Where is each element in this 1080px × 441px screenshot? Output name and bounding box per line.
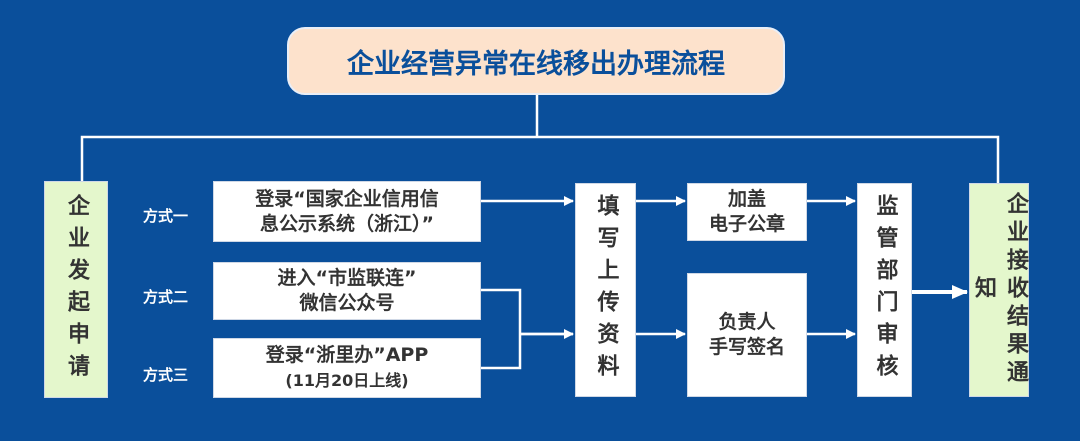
start-node: 企业发起申请 [44,181,108,398]
seal-line2: 电子公章 [708,213,785,235]
method-1-box: 登录“国家企业信用信 息公示系统（浙江）” [213,181,481,242]
method-2-line2: 微信公众号 [299,292,395,314]
method-3-box: 登录“浙里办”APP (11月20日上线) [213,338,481,398]
method-3-line1: 登录“浙里办”APP [265,344,429,366]
review-node: 监管部门审核 [857,183,912,397]
method-2-label: 方式二 [143,288,189,306]
fill-upload-node: 填写上传资料 [575,183,636,397]
method-1-line2: 息公示系统（浙江）” [260,212,434,235]
seal-line1: 加盖 [727,188,766,210]
sign-line2: 手写签名 [708,336,785,358]
method-2-box: 进入“市监联连” 微信公众号 [213,262,481,320]
method-1-label: 方式一 [143,207,189,225]
sign-node: 负责人 手写签名 [687,273,807,397]
seal-node: 加盖 电子公章 [687,183,807,241]
result-node: 企业接收结果通知 [969,183,1029,397]
sign-line1: 负责人 [718,311,776,333]
method-2-line1: 进入“市监联连” [277,267,417,289]
page-title: 企业经营异常在线移出办理流程 [287,27,785,95]
method-3-line2: (11月20日上线) [285,371,409,390]
method-3-label: 方式三 [143,366,189,384]
method-1-line1: 登录“国家企业信用信 [255,187,439,210]
